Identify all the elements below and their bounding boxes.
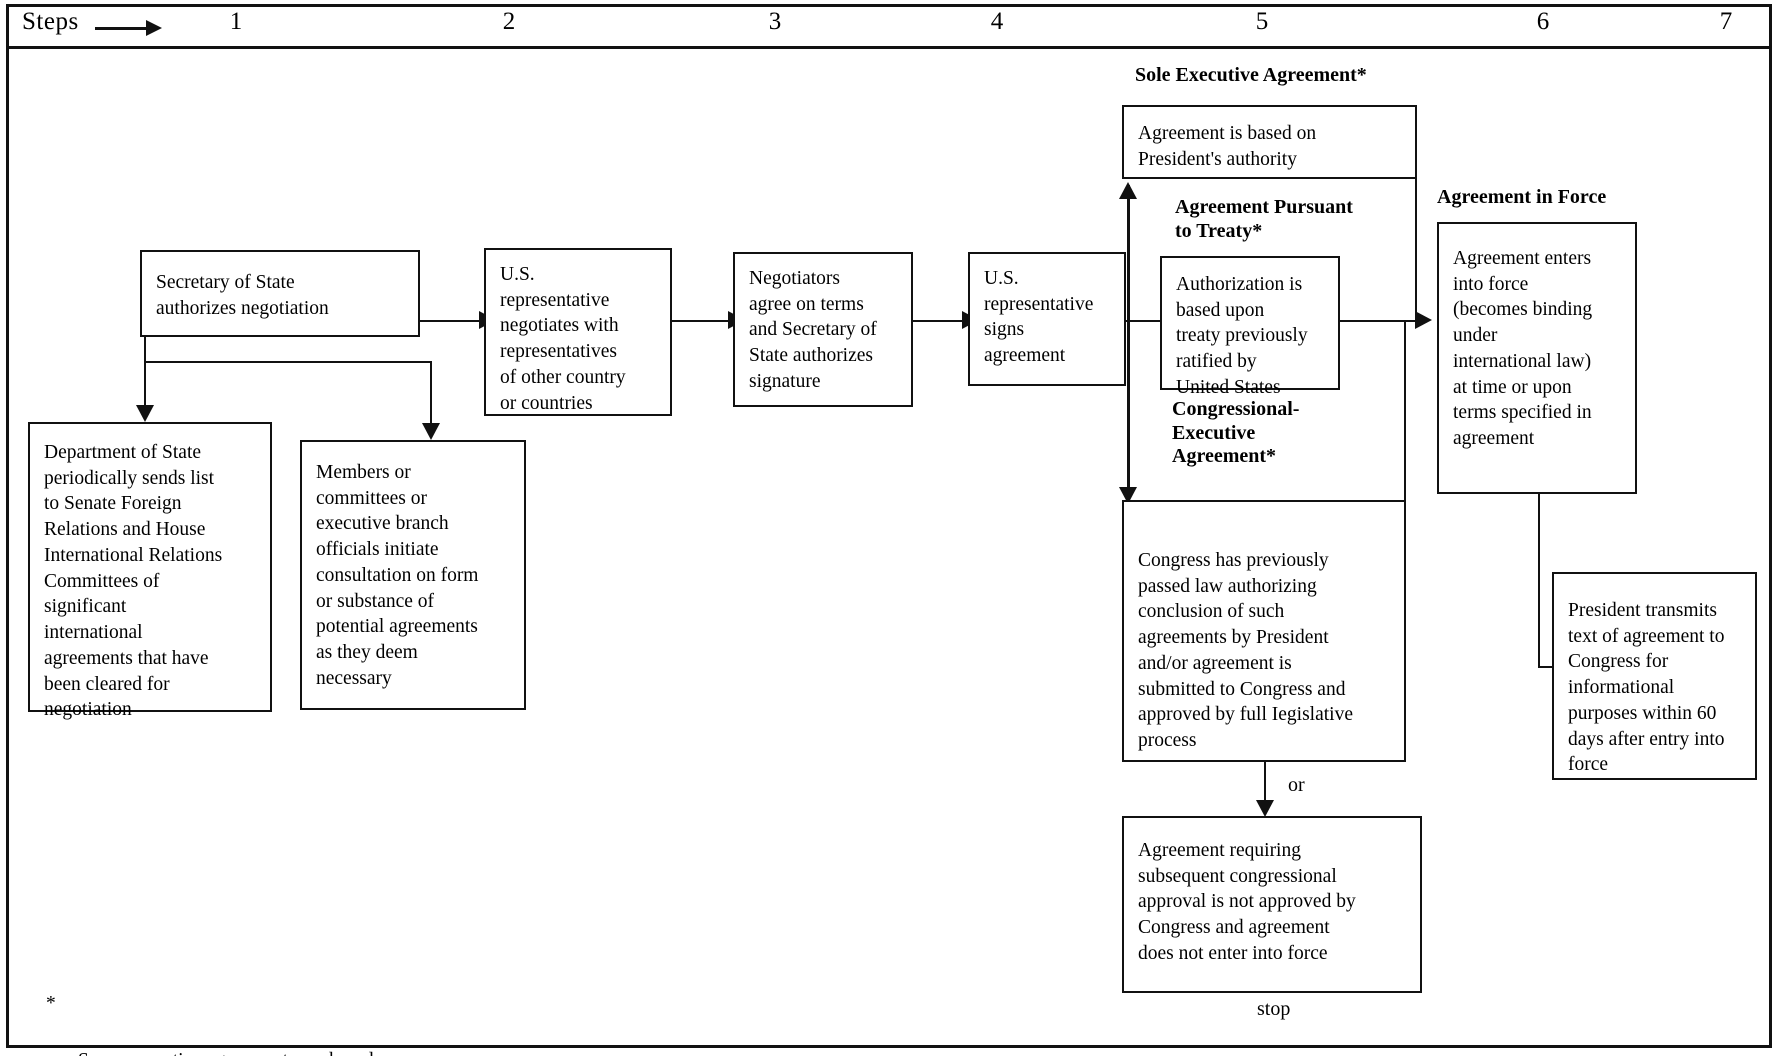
connector-usrep-to-negotiators-line (672, 320, 732, 322)
merge-arrow-into-force (1415, 311, 1432, 329)
connector-force-to-transmits-line (1538, 494, 1540, 668)
connector-to-dept-state-arrow (136, 405, 154, 422)
footnote: * Some executive agreements are based on… (46, 990, 476, 1056)
box-secretary-authorizes: Secretary of State authorizes negotiatio… (140, 250, 420, 337)
merge-line-treaty (1340, 320, 1418, 322)
box-not-approved: Agreement requiring subsequent congressi… (1122, 816, 1422, 993)
branch-spine (1127, 185, 1130, 501)
label-or: or (1288, 774, 1305, 796)
caption-agreement-in-force: Agreement in Force (1437, 186, 1607, 208)
header-divider (9, 46, 1769, 49)
step-number-6: 6 (1536, 8, 1550, 35)
connector-sec-to-usrep-line (420, 320, 483, 322)
connector-negotiators-to-signs-line (913, 320, 966, 322)
merge-line-congressional (1404, 320, 1406, 602)
box-us-rep-signs: U.S. representative signs agreement (968, 252, 1126, 386)
right-arrow-icon (95, 20, 162, 36)
caption-agreement-pursuant-to-treaty: Agreement Pursuant to Treaty* (1175, 196, 1353, 242)
box-enters-into-force: Agreement enters into force (becomes bin… (1437, 222, 1637, 494)
box-members-committees: Members or committees or executive branc… (300, 440, 526, 710)
merge-line-congressional-stub (1404, 600, 1406, 602)
footnote-marker: * (46, 993, 56, 1014)
branch-spine-down-arrow (1119, 487, 1137, 504)
label-stop: stop (1257, 998, 1291, 1020)
step-number-1: 1 (229, 8, 243, 35)
footnote-text: Some executive agreements are based on m… (78, 1047, 476, 1056)
connector-sec-drop (144, 337, 146, 363)
step-number-7: 7 (1719, 8, 1733, 35)
step-number-3: 3 (768, 8, 782, 35)
connector-to-dept-state-line (144, 361, 146, 410)
caption-congressional-executive-agreement: Congressional- Executive Agreement* (1172, 398, 1300, 468)
step-number-4: 4 (990, 8, 1004, 35)
merge-line-sole-executive (1415, 178, 1417, 321)
caption-sole-executive-agreement: Sole Executive Agreement* (1135, 64, 1367, 86)
box-congress-passed-law: Congress has previously passed law autho… (1122, 500, 1406, 762)
branch-spine-up-arrow (1119, 182, 1137, 199)
connector-congress-to-stop-arrow (1256, 800, 1274, 817)
box-authorization-treaty: Authorization is based upon treaty previ… (1160, 256, 1340, 398)
box-president-transmits: President transmits text of agreement to… (1552, 572, 1757, 780)
box-president-authority: Agreement is based on President's author… (1122, 105, 1417, 179)
steps-label: Steps (22, 8, 79, 35)
step-number-5: 5 (1255, 8, 1269, 35)
page-border (6, 4, 1772, 1048)
box-dept-state-sends-list: Department of State periodically sends l… (28, 422, 272, 720)
box-negotiators-agree: Negotiators agree on terms and Secretary… (733, 252, 913, 407)
step-number-2: 2 (502, 8, 516, 35)
connector-congress-to-stop-line (1264, 762, 1266, 805)
connector-spine-to-treaty-line (1129, 320, 1167, 322)
connector-sec-bracket (144, 361, 432, 363)
connector-to-members-arrow (422, 423, 440, 440)
connector-to-members-line (430, 361, 432, 428)
box-us-rep-negotiates: U.S. representative negotiates with repr… (484, 248, 672, 416)
